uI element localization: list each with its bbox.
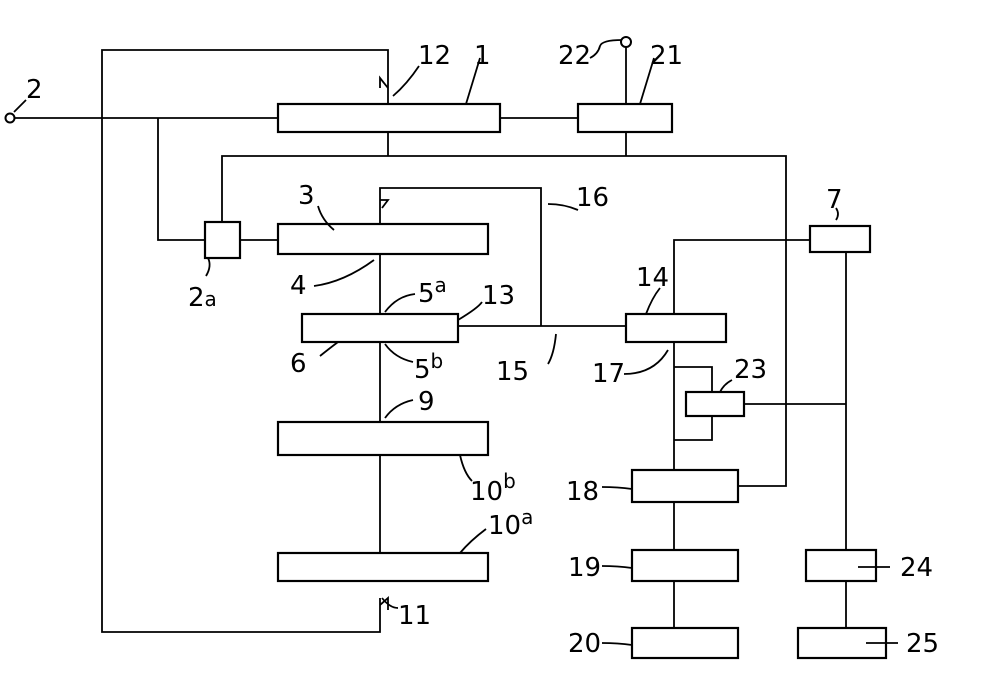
block-20 bbox=[630, 626, 740, 660]
block-19 bbox=[630, 548, 740, 583]
label-2a: 2a bbox=[188, 283, 217, 313]
label-3: 3 bbox=[298, 181, 315, 211]
label-9: 9 bbox=[418, 387, 435, 417]
label-5a: 5a bbox=[418, 273, 447, 309]
label-21: 21 bbox=[650, 41, 683, 71]
label-5a-sup: a bbox=[435, 273, 447, 297]
label-19: 19 bbox=[568, 553, 601, 583]
label-5a-main: 5 bbox=[418, 279, 435, 309]
label-23: 23 bbox=[734, 355, 767, 385]
blocks bbox=[203, 102, 888, 660]
label-20: 20 bbox=[568, 629, 601, 659]
block-7 bbox=[808, 224, 872, 254]
label-16: 16 bbox=[576, 183, 609, 213]
label-18: 18 bbox=[566, 477, 599, 507]
block-24 bbox=[804, 548, 878, 583]
label-10a-main: 10 bbox=[488, 511, 521, 541]
labels: 2 12 1 22 21 3 16 7 2a 4 5a 13 14 6 5b 1… bbox=[26, 41, 939, 659]
block-6 bbox=[300, 312, 460, 344]
label-2: 2 bbox=[26, 75, 43, 105]
label-4: 4 bbox=[290, 271, 307, 301]
label-5b-sup: b bbox=[431, 349, 444, 373]
block-3 bbox=[276, 222, 490, 256]
connection-lines bbox=[14, 46, 847, 633]
terminal-22 bbox=[620, 36, 632, 48]
label-10b: 10b bbox=[470, 469, 516, 507]
label-24: 24 bbox=[900, 553, 933, 583]
label-17: 17 bbox=[592, 359, 625, 389]
label-10a-sup: a bbox=[521, 505, 533, 529]
block-18 bbox=[630, 468, 740, 504]
label-10a: 10a bbox=[488, 505, 533, 541]
label-11: 11 bbox=[398, 601, 431, 631]
block-14 bbox=[624, 312, 728, 344]
label-13: 13 bbox=[482, 281, 515, 311]
label-7: 7 bbox=[826, 185, 843, 215]
label-25: 25 bbox=[906, 629, 939, 659]
label-10b-sup: b bbox=[503, 469, 516, 493]
leader-lines bbox=[13, 39, 898, 646]
block-10a bbox=[276, 551, 490, 583]
label-2a-sub: a bbox=[205, 287, 217, 311]
label-12: 12 bbox=[418, 41, 451, 71]
label-2a-main: 2 bbox=[188, 283, 205, 313]
block-21 bbox=[576, 102, 674, 134]
label-14: 14 bbox=[636, 263, 669, 293]
terminal-2 bbox=[4, 112, 16, 124]
label-1: 1 bbox=[474, 41, 491, 71]
block-1 bbox=[276, 102, 502, 134]
block-2a bbox=[203, 220, 242, 260]
label-5b: 5b bbox=[414, 349, 443, 385]
label-15: 15 bbox=[496, 357, 529, 387]
label-6: 6 bbox=[290, 349, 307, 379]
block-9 bbox=[276, 420, 490, 457]
label-22: 22 bbox=[558, 41, 591, 71]
label-10b-main: 10 bbox=[470, 477, 503, 507]
label-5b-main: 5 bbox=[414, 355, 431, 385]
block-23 bbox=[684, 390, 746, 418]
